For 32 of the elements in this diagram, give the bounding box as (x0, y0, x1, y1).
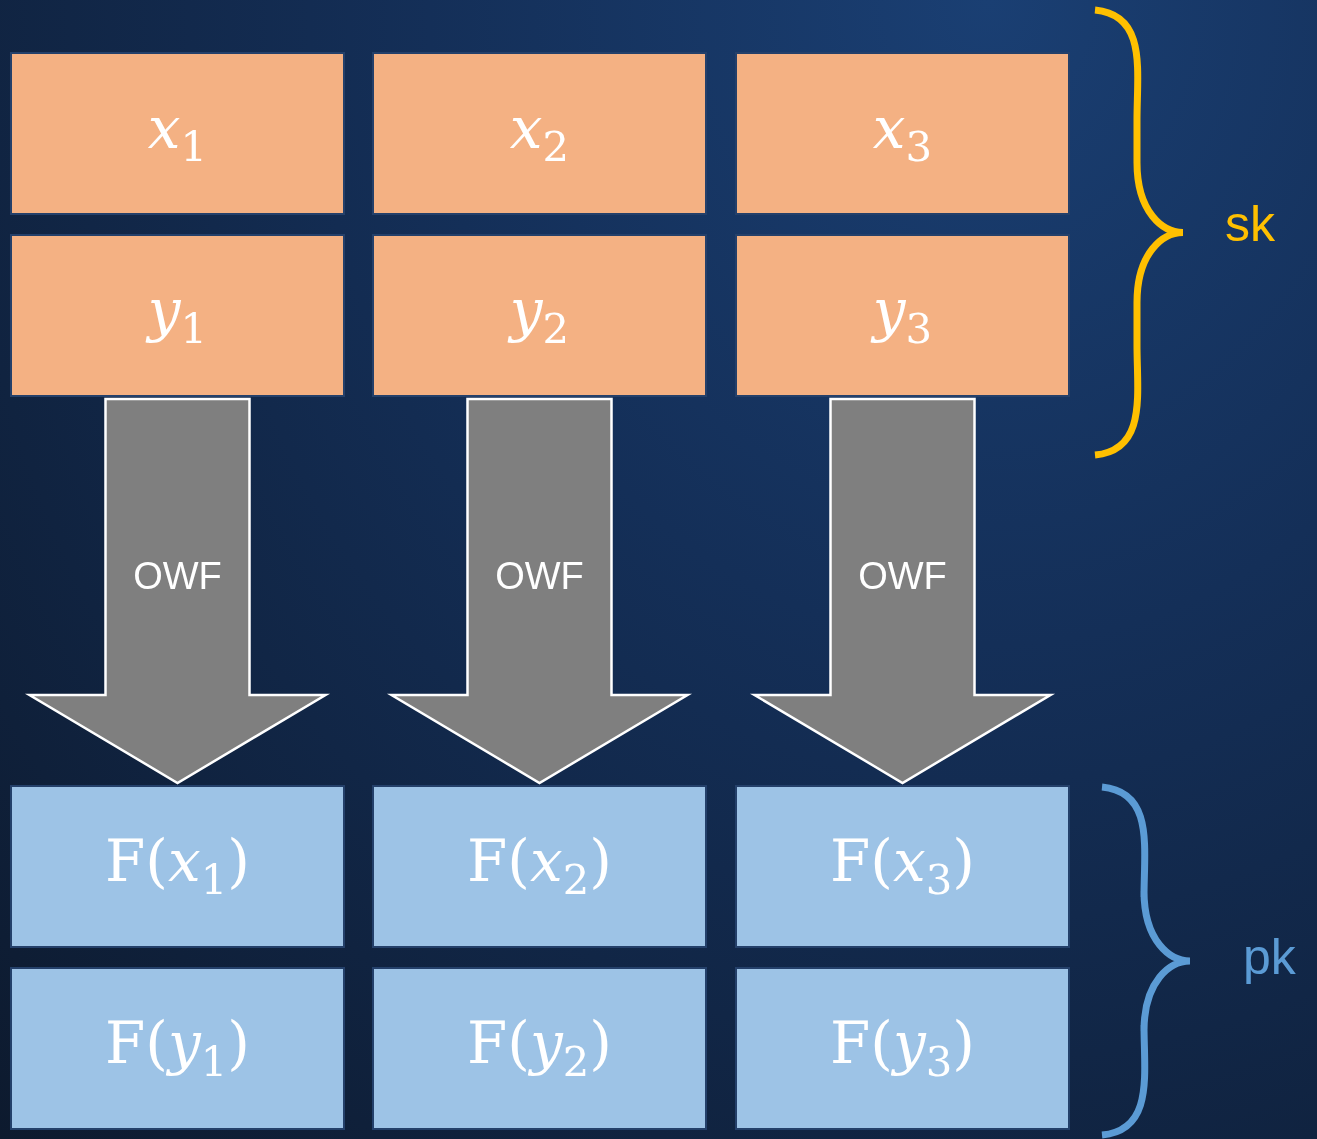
variable-box (735, 52, 1070, 215)
block-arrow (24, 397, 331, 785)
math-text: F(y$_{2}$) (467, 1014, 612, 1083)
edge-label: OWF (495, 554, 584, 598)
variable-box (372, 785, 707, 948)
math-text: x$_{3}$ (872, 99, 933, 168)
key-label: pk (1243, 928, 1296, 986)
variable-box (372, 52, 707, 215)
variable-box (10, 52, 345, 215)
variable-box (10, 785, 345, 948)
math-text: x$_{1}$ (147, 99, 208, 168)
math-text: F(x$_{3}$) (830, 832, 975, 901)
edge-label: OWF (133, 554, 222, 598)
math-text: F(x$_{1}$) (105, 832, 250, 901)
math-text: y$_{2}$ (509, 281, 570, 350)
math-text: F(x$_{2}$) (467, 832, 612, 901)
math-text: F(y$_{1}$) (105, 1014, 250, 1083)
edge-label: OWF (858, 554, 947, 598)
variable-box (10, 967, 345, 1130)
variable-box (735, 967, 1070, 1130)
math-text: y$_{3}$ (872, 281, 933, 350)
math-text: y$_{1}$ (147, 281, 208, 350)
variable-box (372, 967, 707, 1130)
math-text: F(y$_{3}$) (830, 1014, 975, 1083)
block-arrow (386, 397, 693, 785)
variable-box (735, 234, 1070, 397)
variable-box (735, 785, 1070, 948)
block-arrow (749, 397, 1056, 785)
variable-box (372, 234, 707, 397)
key-label: sk (1225, 195, 1275, 253)
math-text: x$_{2}$ (509, 99, 570, 168)
variable-box (10, 234, 345, 397)
